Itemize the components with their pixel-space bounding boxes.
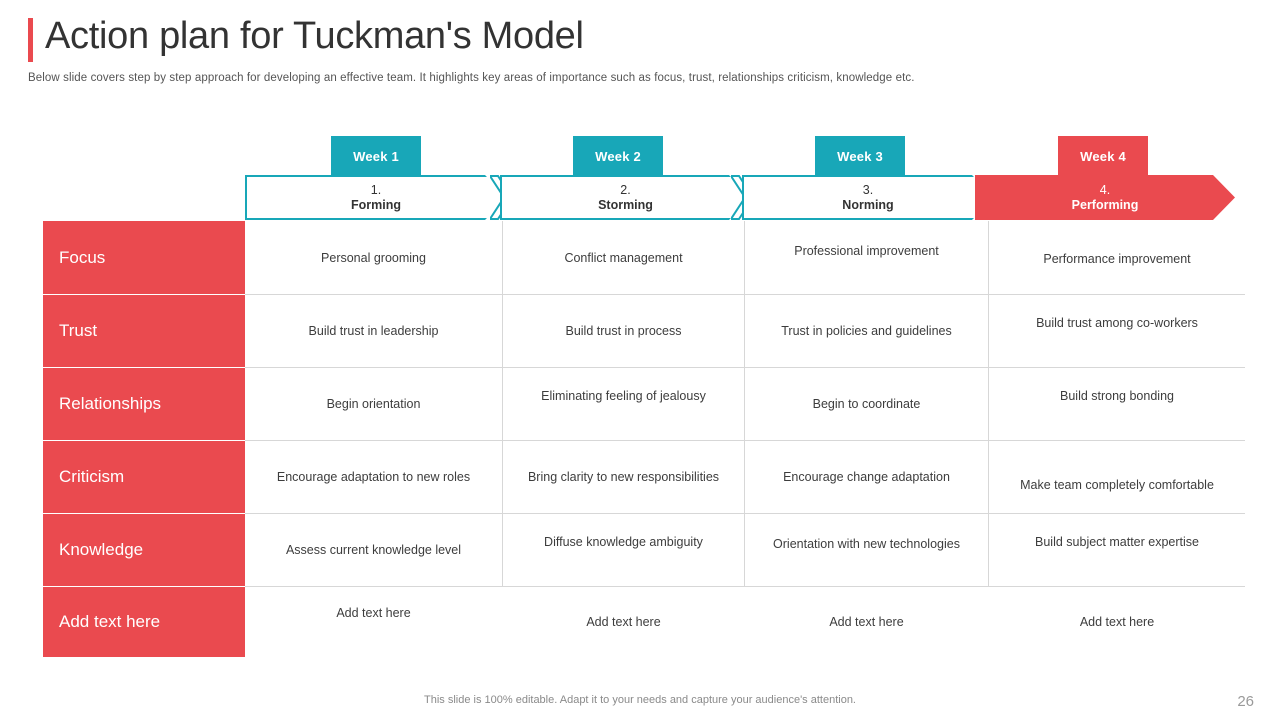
title-accent-bar xyxy=(28,18,33,62)
phase-step-2: 2. Storming xyxy=(500,175,751,220)
table-cell: Add text here xyxy=(829,615,904,629)
table-cell: Build subject matter expertise xyxy=(1035,535,1199,549)
page-number: 26 xyxy=(1237,693,1254,710)
row-label-text: Criticism xyxy=(59,467,125,486)
row-label-criticism: Criticism xyxy=(43,441,245,513)
table-cell: Personal grooming xyxy=(321,250,426,265)
week-badge-label: Week 3 xyxy=(837,148,883,164)
table-cell: Begin to coordinate xyxy=(812,397,921,411)
week-badge-label: Week 2 xyxy=(595,148,641,164)
table-cell: Make team completely comfortable xyxy=(1020,478,1214,492)
phase-name: Forming xyxy=(351,197,401,212)
phase-number: 1. xyxy=(370,182,382,197)
week-badge-1: Week 1 xyxy=(331,136,421,176)
row-label-add-text-here: Add text here xyxy=(43,587,245,657)
week-badge-4: Week 4 xyxy=(1058,136,1148,176)
table-cell: Eliminating feeling of jealousy xyxy=(541,389,706,403)
table-column-divider xyxy=(744,221,745,586)
table-column-divider xyxy=(988,221,989,586)
table-cell: Build trust among co-workers xyxy=(1036,316,1198,330)
row-label-text: Trust xyxy=(59,321,98,340)
table-cell: Encourage adaptation to new roles xyxy=(276,470,471,484)
table-cell: Bring clarity to new responsibilities xyxy=(527,470,720,484)
page-title: Action plan for Tuckman's Model xyxy=(45,15,584,57)
table-cell: Add text here xyxy=(336,606,411,620)
row-label-text: Focus xyxy=(59,247,106,267)
table-cell: Build trust in process xyxy=(565,324,682,338)
phase-number: 3. xyxy=(862,182,874,197)
phase-name: Storming xyxy=(598,197,653,212)
table-cell: Trust in policies and guidelines xyxy=(781,324,952,338)
table-cell: Assess current knowledge level xyxy=(285,543,462,557)
table-row-divider xyxy=(245,367,1245,368)
week-badge-2: Week 2 xyxy=(573,136,663,176)
table-row-divider xyxy=(245,294,1245,295)
table-column-divider xyxy=(502,221,503,586)
phase-number: 4. xyxy=(1099,182,1111,197)
week-badge-label: Week 1 xyxy=(353,148,399,164)
row-label-text: Add text here xyxy=(59,612,161,631)
table-cell: Orientation with new technologies xyxy=(773,537,960,551)
table-cell: Professional improvement xyxy=(794,243,939,258)
table-row-divider xyxy=(245,440,1245,441)
phase-step-1: 1. Forming xyxy=(245,175,507,220)
week-badge-3: Week 3 xyxy=(815,136,905,176)
phase-step-3: 3. Norming xyxy=(742,175,994,220)
row-label-trust: Trust xyxy=(43,295,245,367)
table-cell: Add text here xyxy=(1079,615,1155,629)
row-label-relationships: Relationships xyxy=(43,368,245,440)
phase-name: Norming xyxy=(842,197,894,212)
phase-name: Performing xyxy=(1071,197,1139,212)
table-row-divider xyxy=(245,513,1245,514)
row-label-text: Knowledge xyxy=(59,540,144,559)
week-badge-label: Week 4 xyxy=(1080,148,1126,164)
table-cell: Build trust in leadership xyxy=(308,324,439,338)
table-cell: Conflict management xyxy=(564,250,683,265)
table-cell: Diffuse knowledge ambiguity xyxy=(544,535,703,549)
table-row-divider xyxy=(245,586,1245,587)
footer-note: This slide is 100% editable. Adapt it to… xyxy=(424,694,856,706)
table-cell: Add text here xyxy=(586,615,661,629)
page-subtitle: Below slide covers step by step approach… xyxy=(28,72,915,84)
page-header: Action plan for Tuckman's Model xyxy=(28,14,584,62)
table-cell: Performance improvement xyxy=(1043,251,1191,266)
row-label-knowledge: Knowledge xyxy=(43,514,245,586)
row-label-text: Relationships xyxy=(59,394,162,413)
table-cell: Build strong bonding xyxy=(1060,389,1174,403)
row-label-focus: Focus xyxy=(43,221,245,294)
table-cell: Encourage change adaptation xyxy=(783,470,950,484)
phase-step-4: 4. Performing xyxy=(975,175,1235,220)
phase-number: 2. xyxy=(620,182,631,197)
table-cell: Begin orientation xyxy=(326,397,421,411)
